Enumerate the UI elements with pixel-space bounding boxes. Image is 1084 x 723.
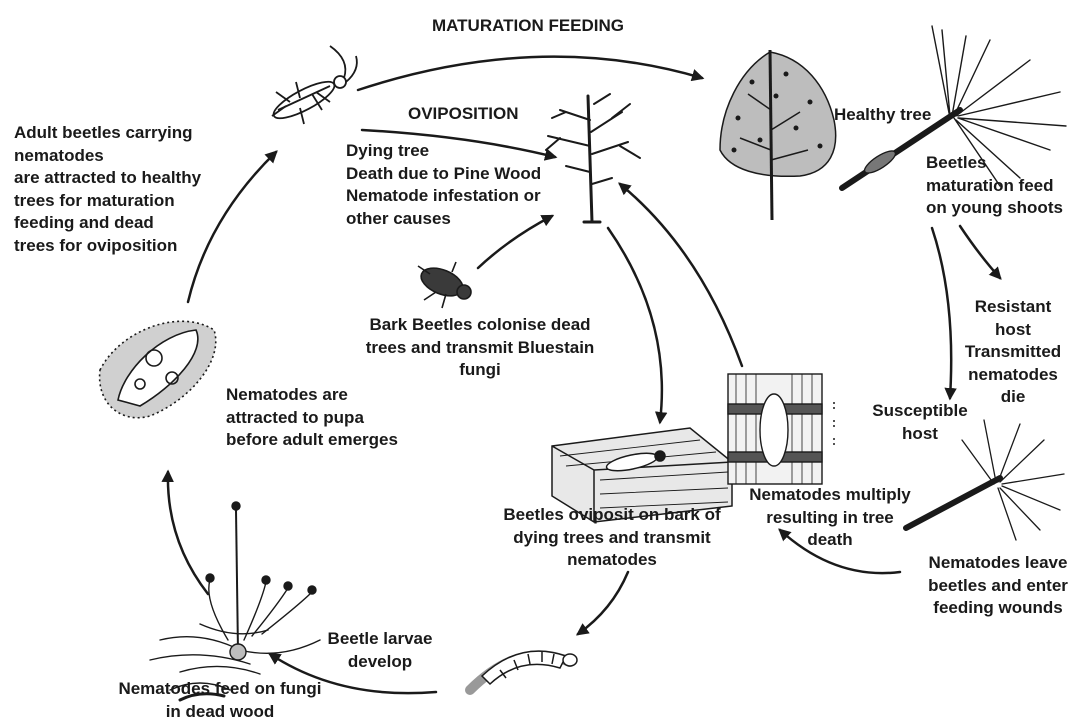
pine-tree-icon	[720, 50, 836, 220]
bark-beetles-label: Bark Beetles colonise dead trees and tra…	[348, 314, 612, 382]
nematodes-multiply-label: Nematodes multiply resulting in tree dea…	[736, 484, 924, 552]
healthy-tree-label: Healthy tree	[834, 104, 931, 127]
larva-icon	[470, 651, 577, 690]
wood-section-icon	[728, 374, 834, 484]
arrow-to-healthy-tree	[358, 57, 702, 90]
dying-tree-label: Dying tree Death due to Pine Wood Nemato…	[346, 140, 541, 230]
beetles-maturation-label: Beetles maturation feed on young shoots	[926, 152, 1063, 220]
maturation-feeding-title: MATURATION FEEDING	[432, 15, 624, 38]
beetle-icon	[269, 46, 357, 125]
arrow-wood-to-tree	[620, 184, 742, 366]
adult-beetles-label: Adult beetles carrying nematodes are att…	[14, 122, 201, 257]
resistant-host-label: Resistant host Transmitted nematodes die	[960, 296, 1066, 409]
oviposition-title: OVIPOSITION	[408, 103, 519, 126]
nematodes-pupa-label: Nematodes are attracted to pupa before a…	[226, 384, 398, 452]
arrow-shoot-to-resistant	[960, 226, 1000, 278]
beetle-larvae-label: Beetle larvae develop	[318, 628, 442, 673]
nematodes-feed-label: Nematodes feed on fungi in dead wood	[84, 678, 356, 723]
susceptible-host-label: Susceptible host	[864, 400, 976, 445]
arrow-fungi-to-pupa	[168, 472, 208, 594]
arrow-bark-to-larvae	[578, 572, 628, 634]
beetles-oviposit-label: Beetles oviposit on bark of dying trees …	[484, 504, 740, 572]
pupa-icon	[100, 321, 216, 417]
arrow-tree-to-bark	[608, 228, 662, 422]
nematodes-leave-label: Nematodes leave beetles and enter feedin…	[914, 552, 1082, 620]
arrow-shoot-to-susceptible	[932, 228, 951, 398]
dead-tree-icon	[546, 94, 640, 222]
bark-beetle-icon	[417, 262, 471, 308]
arrow-pupa-to-adult	[188, 152, 276, 302]
